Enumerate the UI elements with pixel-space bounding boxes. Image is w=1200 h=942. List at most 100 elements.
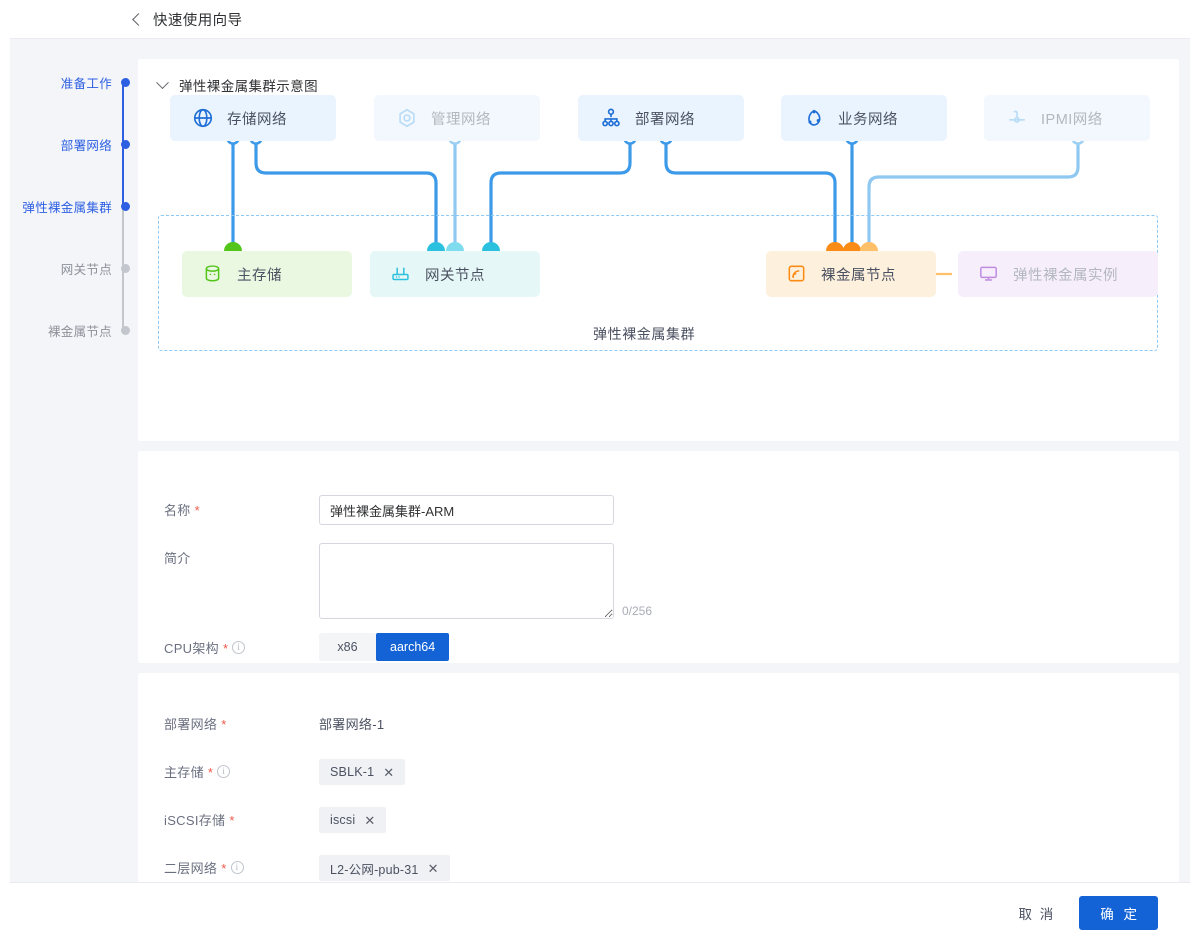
network-chip-label: 存储网络 — [227, 111, 287, 128]
sitemap-icon — [600, 107, 622, 129]
required-mark: * — [221, 861, 227, 876]
tag-label: iscsi — [330, 813, 356, 827]
chevron-left-icon — [132, 12, 145, 26]
diagram-area: 存储网络 管理网络 — [138, 95, 1179, 441]
cpu-arch-label: CPU架构* i — [164, 633, 319, 657]
required-mark: * — [194, 503, 200, 518]
cpu-arch-segmented: x86 aarch64 — [319, 633, 450, 661]
network-chip-business[interactable]: 业务网络 — [781, 95, 947, 141]
tag-label: SBLK-1 — [330, 765, 375, 779]
rail-segment-3 — [121, 207, 124, 269]
rail-segment-1 — [121, 83, 124, 145]
footer-bar: 取 消 确 定 — [10, 882, 1190, 942]
cpu-arch-option-x86[interactable]: x86 — [319, 633, 376, 661]
iscsi-storage-label: iSCSI存储* — [164, 813, 235, 828]
step-dot — [121, 264, 130, 273]
top-bar: 快速使用向导 — [10, 0, 1190, 39]
l2-network-tags: L2-公网-pub-31 ✕ — [319, 853, 450, 881]
description-textarea[interactable] — [319, 543, 614, 619]
sidebar-step-preparation[interactable]: 准备工作 — [61, 73, 130, 92]
tag-item[interactable]: SBLK-1 ✕ — [319, 759, 406, 785]
tag-item[interactable]: iscsi ✕ — [319, 807, 387, 833]
sidebar-step-baremetal-node[interactable]: 裸金属节点 — [48, 321, 130, 340]
info-icon[interactable]: i — [230, 861, 244, 874]
form-row-iscsi-storage: iSCSI存储* iscsi ✕ — [164, 805, 387, 833]
network-config-card: 部署网络* 部署网络-1 主存储* i SBLK-1 ✕ iSC — [138, 673, 1179, 895]
primary-storage-tags: SBLK-1 ✕ — [319, 757, 406, 785]
page-title: 快速使用向导 — [153, 12, 243, 29]
node-chip-baremetal-instance[interactable]: 弹性裸金属实例 — [958, 251, 1158, 297]
globe-icon — [192, 107, 214, 129]
network-chip-label: 业务网络 — [838, 111, 898, 128]
info-icon[interactable]: i — [232, 641, 246, 654]
rail-segment-2 — [121, 145, 124, 207]
deploy-network-label: 部署网络* — [164, 717, 227, 732]
step-label: 部署网络 — [60, 139, 112, 153]
required-mark: * — [222, 641, 229, 656]
required-mark: * — [221, 717, 227, 732]
node-chip-primary-storage[interactable]: 主存储 — [182, 251, 352, 297]
hexagon-target-icon — [396, 107, 418, 129]
node-chip-gateway[interactable]: 网关节点 — [370, 251, 540, 297]
network-chip-label: 部署网络 — [635, 111, 695, 128]
step-label: 准备工作 — [60, 77, 112, 91]
step-label: 网关节点 — [60, 263, 112, 277]
diagram-collapse-toggle[interactable]: 弹性裸金属集群示意图 — [156, 75, 318, 95]
sidebar-step-gateway-node[interactable]: 网关节点 — [61, 259, 130, 278]
basic-info-card: 名称* 简介 0/256 CPU架构* i x86 aarch64 — [138, 451, 1179, 663]
close-icon[interactable]: ✕ — [427, 860, 439, 876]
name-input[interactable] — [319, 495, 614, 525]
diagram-card: 弹性裸金属集群示意图 — [138, 59, 1179, 441]
triangle-nodes-icon — [803, 107, 825, 129]
step-label: 弹性裸金属集群 — [22, 201, 112, 215]
step-dot — [121, 140, 130, 149]
required-mark: * — [207, 765, 214, 780]
step-dot — [121, 326, 130, 335]
node-chip-baremetal[interactable]: 裸金属节点 — [766, 251, 936, 297]
network-chip-deploy[interactable]: 部署网络 — [578, 95, 744, 141]
network-chip-ipmi[interactable]: IPMI网络 — [984, 95, 1150, 141]
network-chip-label: 管理网络 — [431, 111, 491, 128]
iscsi-storage-tags: iscsi ✕ — [319, 805, 387, 833]
back-button[interactable]: 快速使用向导 — [132, 9, 243, 30]
ipmi-plug-icon — [1006, 107, 1028, 129]
required-mark: * — [229, 813, 235, 828]
node-chip-label: 弹性裸金属实例 — [1013, 267, 1118, 284]
chevron-down-icon — [156, 75, 169, 89]
name-label: 名称* — [164, 503, 200, 518]
close-icon[interactable]: ✕ — [364, 812, 376, 828]
cancel-button[interactable]: 取 消 — [1018, 906, 1056, 922]
form-row-deploy-network: 部署网络* 部署网络-1 — [164, 709, 384, 733]
node-chip-label: 主存储 — [237, 267, 282, 284]
form-row-primary-storage: 主存储* i SBLK-1 ✕ — [164, 757, 406, 785]
info-icon[interactable]: i — [217, 765, 231, 778]
l2-network-label: 二层网络* i — [164, 853, 319, 877]
network-chip-storage[interactable]: 存储网络 — [170, 95, 336, 141]
monitor-icon — [978, 263, 1000, 285]
tag-item[interactable]: L2-公网-pub-31 ✕ — [319, 855, 450, 881]
deploy-network-value: 部署网络-1 — [319, 717, 385, 732]
router-icon — [390, 263, 412, 285]
sidebar-step-deploy-network[interactable]: 部署网络 — [61, 135, 130, 154]
step-rail: 准备工作 部署网络 弹性裸金属集群 网关节点 裸金属节点 — [10, 39, 138, 904]
confirm-button[interactable]: 确 定 — [1079, 895, 1158, 930]
step-label: 裸金属节点 — [47, 325, 112, 339]
step-dot — [121, 78, 130, 87]
close-icon[interactable]: ✕ — [383, 764, 395, 780]
diagram-title: 弹性裸金属集群示意图 — [179, 79, 318, 94]
char-counter: 0/256 — [622, 604, 653, 618]
form-row-name: 名称* — [164, 495, 614, 525]
database-icon — [202, 263, 224, 285]
form-row-cpu-arch: CPU架构* i x86 aarch64 — [164, 633, 450, 661]
sidebar-step-baremetal-cluster[interactable]: 弹性裸金属集群 — [22, 197, 130, 216]
form-row-description: 简介 0/256 — [164, 543, 652, 619]
rail-segment-4 — [121, 269, 124, 331]
step-dot — [121, 202, 130, 211]
node-chip-label: 网关节点 — [425, 267, 485, 284]
tag-label: L2-公网-pub-31 — [330, 862, 419, 877]
primary-storage-label: 主存储* i — [164, 757, 319, 781]
network-chip-management[interactable]: 管理网络 — [374, 95, 540, 141]
node-chip-label: 裸金属节点 — [821, 267, 896, 284]
cpu-arch-option-aarch64[interactable]: aarch64 — [376, 633, 450, 661]
